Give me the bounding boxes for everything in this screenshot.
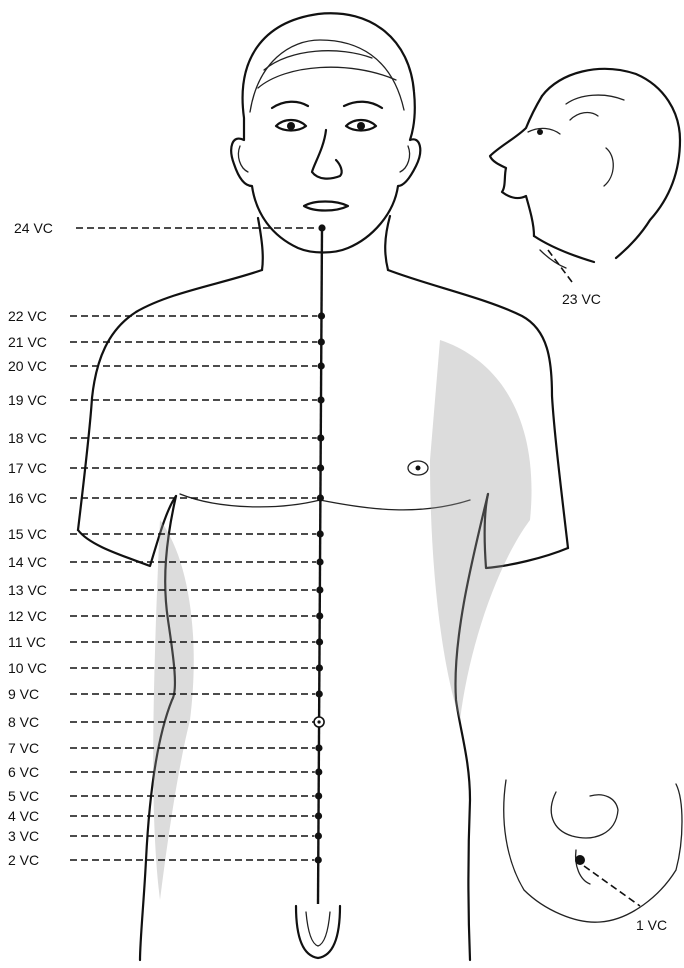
label-20-vc: 20 VC xyxy=(8,358,47,374)
neck-right xyxy=(385,216,390,270)
point-18-group: 18 VC xyxy=(8,430,324,446)
label-1-vc: 1 VC xyxy=(636,917,667,933)
profile-jaw xyxy=(534,236,594,262)
label-3-vc: 3 VC xyxy=(8,828,39,844)
pectoral-line xyxy=(180,494,470,510)
point-16-marker xyxy=(317,494,324,501)
pelvis-inset: 1 VC xyxy=(504,780,682,933)
point-22-group: 22 VC xyxy=(8,308,325,324)
label-17-vc: 17 VC xyxy=(8,460,47,476)
meridian-line xyxy=(318,228,322,904)
point-14-marker xyxy=(316,558,323,565)
point-5-marker xyxy=(315,792,322,799)
point-9-marker xyxy=(316,690,323,697)
label-16-vc: 16 VC xyxy=(8,490,47,506)
label-19-vc: 19 VC xyxy=(8,392,47,408)
nose xyxy=(312,130,342,179)
label-2-vc: 2 VC xyxy=(8,852,39,868)
point-1-marker xyxy=(575,855,585,865)
label-18-vc: 18 VC xyxy=(8,430,47,446)
point-10-marker xyxy=(316,664,323,671)
point-16-group: 16 VC xyxy=(8,490,324,506)
neck-left xyxy=(258,218,263,270)
lead-line-23 xyxy=(548,250,572,282)
point-8-marker xyxy=(317,720,320,723)
point-12-marker xyxy=(316,612,323,619)
label-8-vc: 8 VC xyxy=(8,714,39,730)
point-11-marker xyxy=(316,638,323,645)
point-3-marker xyxy=(315,832,322,839)
point-15-marker xyxy=(317,530,324,537)
point-20-group: 20 VC xyxy=(8,358,325,374)
label-22-vc: 22 VC xyxy=(8,308,47,324)
buttock-line xyxy=(551,792,618,838)
label-14-vc: 14 VC xyxy=(8,554,47,570)
label-13-vc: 13 VC xyxy=(8,582,47,598)
torso-figure xyxy=(78,13,568,960)
right-eyebrow xyxy=(344,102,382,108)
point-7-marker xyxy=(315,744,322,751)
label-4-vc: 4 VC xyxy=(8,808,39,824)
point-2-marker xyxy=(315,856,322,863)
head-profile-inset: 23 VC xyxy=(490,69,680,307)
label-10-vc: 10 VC xyxy=(8,660,47,676)
pelvis-outline xyxy=(504,780,682,922)
point-19-marker xyxy=(317,396,324,403)
point-4-marker xyxy=(315,812,322,819)
point-17-group: 17 VC xyxy=(8,460,324,476)
groin-outline xyxy=(296,906,340,958)
point-18-marker xyxy=(317,434,324,441)
profile-face xyxy=(490,96,542,236)
point-13-marker xyxy=(316,586,323,593)
point-24-marker xyxy=(318,224,325,231)
label-24-vc: 24 VC xyxy=(14,220,53,236)
point-6-marker xyxy=(315,768,322,775)
point-21-group: 21 VC xyxy=(8,334,325,350)
label-15-vc: 15 VC xyxy=(8,526,47,542)
point-20-marker xyxy=(318,362,325,369)
lead-line-1 xyxy=(584,866,640,906)
conception-vessel-meridian xyxy=(318,228,322,904)
label-7-vc: 7 VC xyxy=(8,740,39,756)
label-6-vc: 6 VC xyxy=(8,764,39,780)
label-12-vc: 12 VC xyxy=(8,608,47,624)
mouth xyxy=(304,202,348,211)
point-19-group: 19 VC xyxy=(8,392,325,408)
label-23-vc: 23 VC xyxy=(562,291,601,307)
label-5-vc: 5 VC xyxy=(8,788,39,804)
label-9-vc: 9 VC xyxy=(8,686,39,702)
point-24-group: 24 VC xyxy=(14,220,326,236)
point-17-marker xyxy=(317,464,324,471)
label-21-vc: 21 VC xyxy=(8,334,47,350)
point-21-marker xyxy=(318,338,325,345)
label-11-vc: 11 VC xyxy=(8,634,46,650)
left-eyebrow xyxy=(272,102,308,108)
profile-head-outline xyxy=(542,69,680,258)
point-22-marker xyxy=(318,312,325,319)
